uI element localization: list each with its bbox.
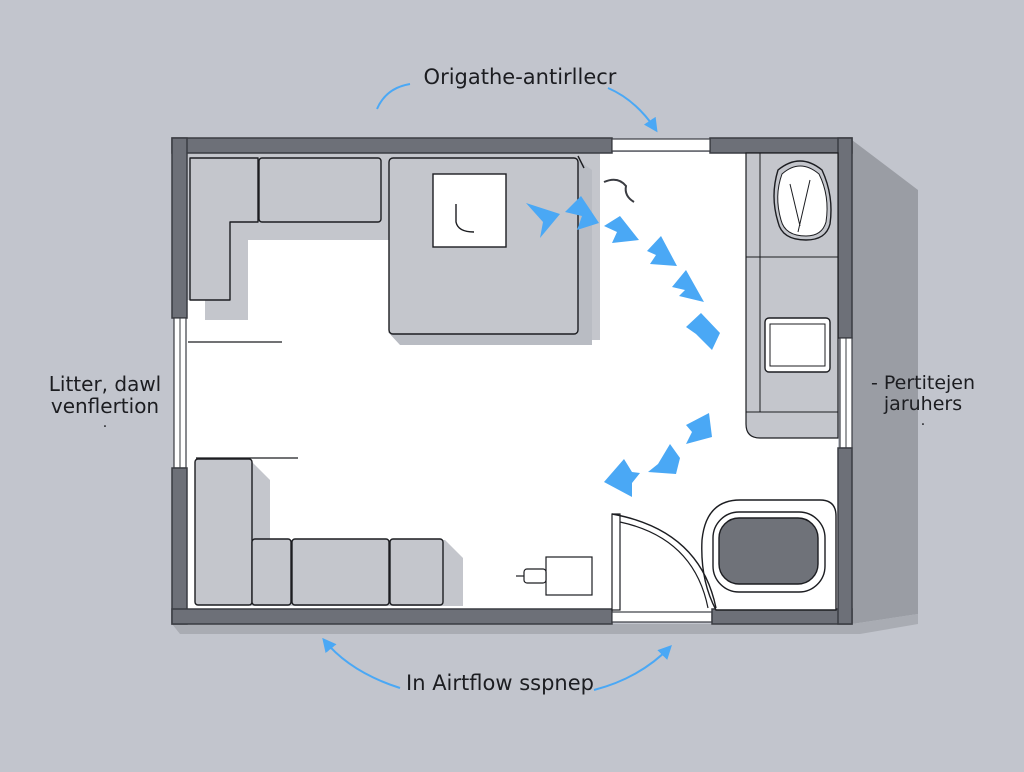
annotation-arrow-top-left [376,83,411,110]
annotation-arrow-top-right [607,87,658,133]
airflow-arrow [604,459,640,497]
wall-left-top [171,137,188,319]
stove[interactable] [764,317,831,373]
airflow-arrow [565,196,599,230]
top-door-opening[interactable] [611,138,711,152]
label-right-line1: - Pertitejen [870,372,976,394]
wall-extrusion-right [852,140,918,624]
side-table [516,556,593,596]
label-right: - Pertitejen jaruhers . [848,372,998,429]
sofa-top-left [189,157,382,301]
airflow-arrow [686,413,712,444]
annotation-arrow-bottom-right [593,644,672,691]
wall-bottom-left [171,608,613,625]
airflow-arrow [686,313,720,350]
wall-top-right [709,137,853,154]
airflow-arrow [526,203,560,238]
bed [388,157,579,335]
nightstand [432,173,507,248]
airflow-return-arrows [604,413,712,497]
annotation-arrow-bottom-left [322,637,401,689]
airflow-arrow [672,270,704,302]
wall-right-top [837,137,853,339]
label-right-dot: . [920,412,926,429]
label-top-text: Origathe-antirllecr [423,65,617,89]
bottom-door-opening[interactable] [611,611,713,623]
bathtub[interactable] [701,499,837,611]
label-bottom-text: In Airtflow sspnep [406,671,594,695]
wall-bottom-right [711,608,853,625]
bathroom-door[interactable] [611,513,717,611]
label-left-line1: Litter, dawl [48,372,162,396]
wall-right-bottom [837,447,853,625]
airflow-arrow [648,444,680,474]
label-right-line2: jaruhers [883,393,963,416]
walls [171,137,853,625]
label-top: Origathe-antirllecr [380,65,660,90]
label-left: Litter, dawl venflertion . [20,372,190,431]
sofa-bottom-left [194,458,444,606]
wall-top-left [171,137,613,154]
airflow-arrow [647,236,677,266]
wall-left-bottom [171,467,188,625]
airflow-inflow-arrows [526,196,720,350]
label-left-dot: . [102,414,108,431]
door-swing-mark [603,178,635,203]
label-left-line2: venflertion [50,394,160,419]
sofa-cushion [258,157,382,223]
airflow-arrow [604,216,639,243]
label-bottom: In Airtflow sspnep [340,671,660,696]
kitchenette [745,152,839,439]
